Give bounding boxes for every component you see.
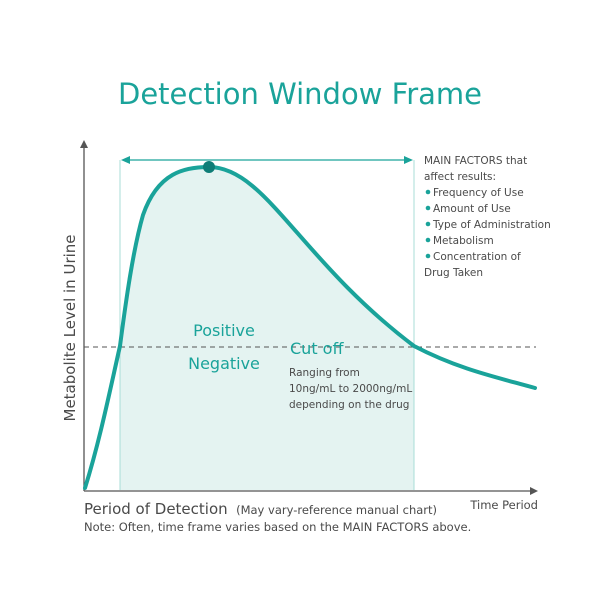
dot-bullet-icon (425, 189, 431, 195)
dot-bullet-icon (425, 221, 431, 227)
peak-marker (203, 161, 215, 173)
y-axis-arrow-icon (80, 140, 88, 148)
dot-bullet-icon (425, 205, 431, 211)
window-arrow-left-icon (121, 156, 130, 164)
factor-item-concentration-line-1: Concentration of (433, 251, 521, 263)
y-axis-label: Metabolite Level in Urine (61, 234, 79, 421)
positive-label: Positive (193, 321, 255, 340)
factor-item-amount: Amount of Use (433, 203, 511, 215)
cutoff-label: Cut off (290, 339, 344, 358)
factor-item-frequency: Frequency of Use (433, 187, 524, 199)
period-note: (May vary-reference manual chart) (236, 503, 437, 517)
main-factors-heading-line-2: affect results: (424, 171, 496, 183)
dot-bullet-icon (425, 237, 431, 243)
main-factors-heading-line-1: MAIN FACTORS that (424, 155, 527, 167)
metabolite-curve (83, 164, 537, 490)
factor-item-administration: Type of Administration (432, 219, 551, 231)
cutoff-note-line-1: Ranging from (289, 367, 360, 379)
dot-bullet-icon (425, 253, 431, 259)
footer-note: Note: Often, time frame varies based on … (84, 520, 471, 534)
page-title: Detection Window Frame (118, 77, 482, 111)
detection-window-shade (120, 167, 414, 490)
cutoff-note-line-3: depending on the drug (289, 399, 409, 411)
negative-label: Negative (188, 354, 260, 373)
factor-item-metabolism: Metabolism (433, 235, 494, 247)
x-axis-arrow-icon (530, 487, 538, 495)
factor-item-concentration-line-2: Drug Taken (424, 267, 483, 279)
period-of-detection: Period of Detection (May vary-reference … (84, 500, 437, 518)
x-axis-label: Time Period (469, 498, 538, 512)
period-label: Period of Detection (84, 500, 228, 518)
window-arrow-right-icon (404, 156, 413, 164)
cutoff-note-line-2: 10ng/mL to 2000ng/mL (289, 383, 412, 395)
